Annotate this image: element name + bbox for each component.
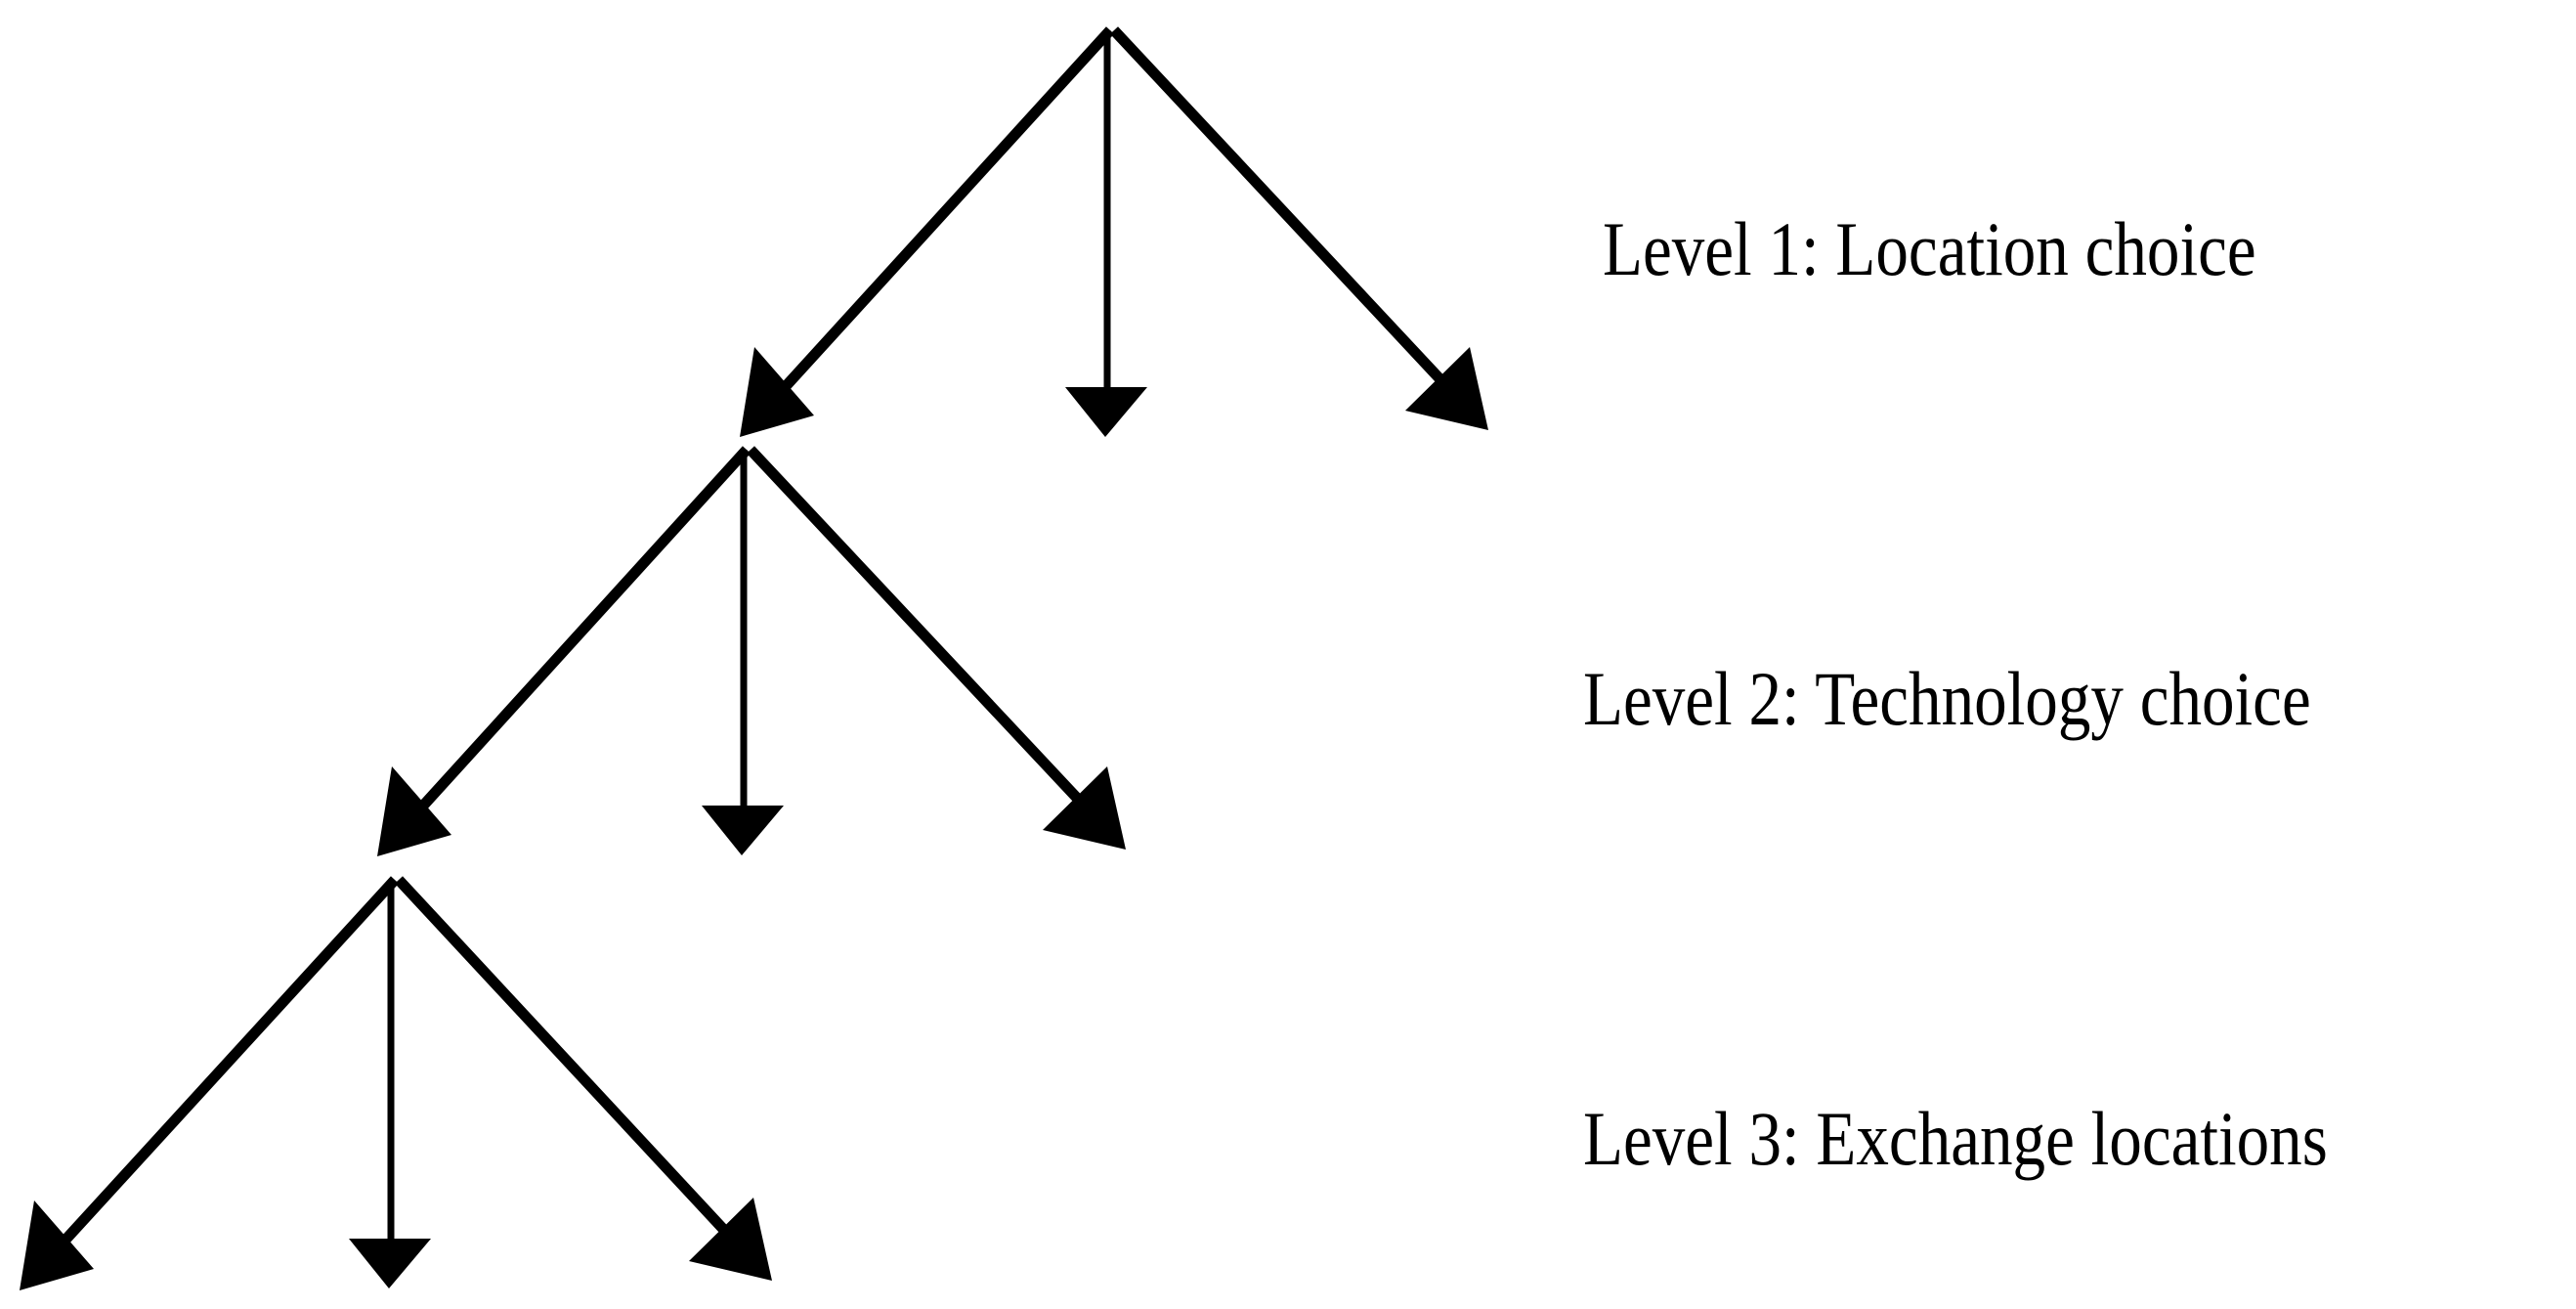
level-2-branches [377, 446, 1126, 856]
level-3-branch-left-line [52, 876, 400, 1253]
level-2-branch-right-arrowhead [1043, 766, 1126, 850]
level-3-branch-middle-arrowhead [349, 1239, 431, 1288]
level-1-branch-middle-arrowhead [1065, 387, 1147, 437]
level-2-branch-right [746, 446, 1126, 850]
level-1-branch-right-arrowhead [1405, 347, 1488, 430]
level-2-branch-middle [702, 450, 784, 855]
level-2-label: Level 2: Technology choice [1583, 656, 2311, 741]
level-2-branch-left-line [409, 446, 751, 819]
level-1-branch-right-line [1109, 26, 1456, 395]
level-1-branch-left-arrowhead [740, 347, 814, 437]
level-1-branch-right [1109, 26, 1488, 430]
level-1-branches [740, 26, 1488, 437]
level-1-branch-left [740, 26, 1115, 437]
level-2-branch-left [377, 446, 751, 856]
level-3-label: Level 3: Exchange locations [1583, 1096, 2328, 1181]
level-3-branch-right-line [394, 876, 740, 1245]
level-3-branch-left [20, 876, 400, 1290]
level-3-branches [20, 876, 772, 1290]
level-3-branch-right-arrowhead [689, 1198, 772, 1281]
level-3-branch-middle [349, 880, 431, 1288]
level-2-branch-left-arrowhead [377, 766, 451, 856]
level-1-branch-middle [1065, 30, 1147, 437]
level-2-branch-right-line [746, 446, 1094, 814]
level-3-branch-right [394, 876, 772, 1281]
level-1-branch-left-line [772, 26, 1115, 400]
level-3-branch-left-arrowhead [20, 1200, 94, 1290]
level-1-label: Level 1: Location choice [1603, 206, 2256, 291]
level-2-branch-middle-arrowhead [702, 806, 784, 855]
